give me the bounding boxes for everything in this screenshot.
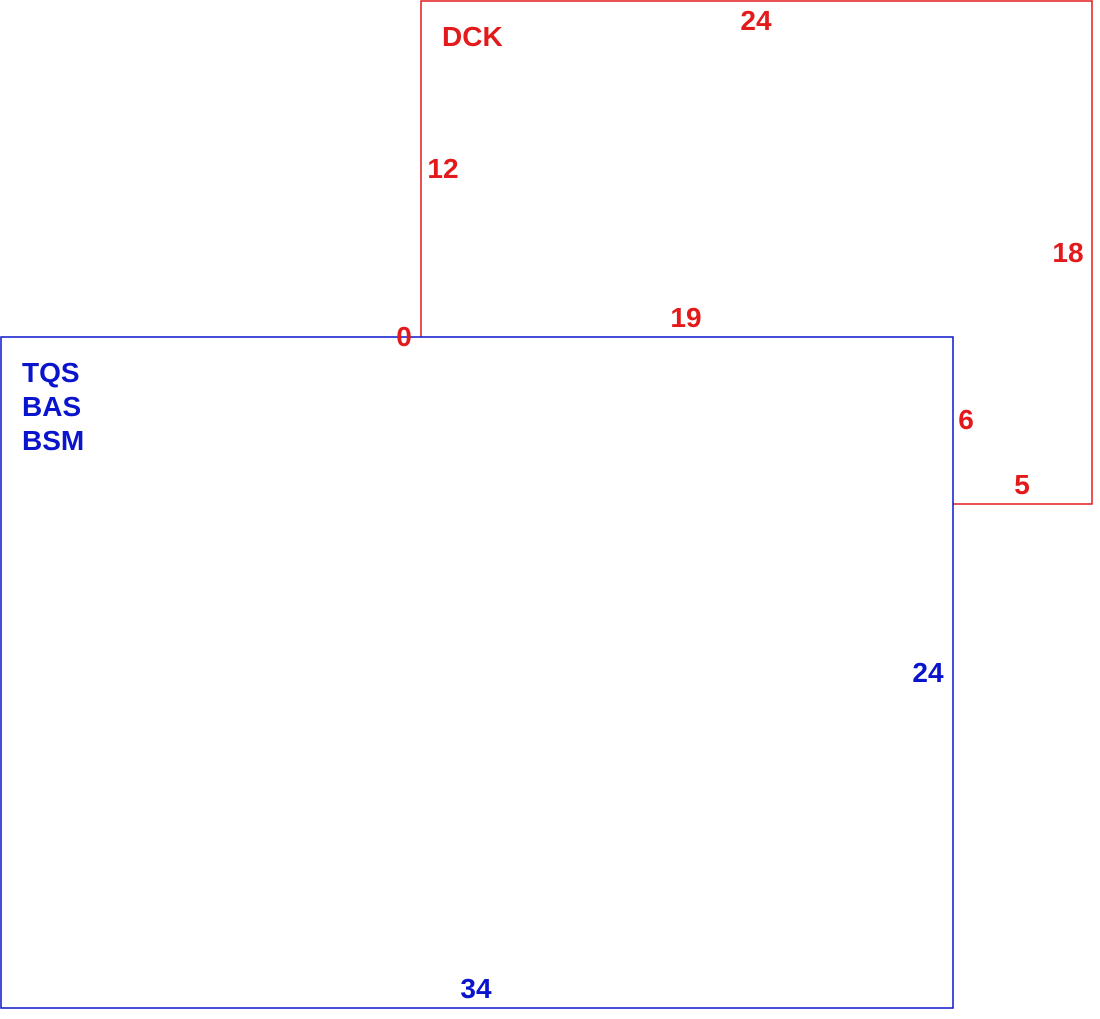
red-corner-label: 0: [396, 321, 412, 352]
red-region-outline: [420, 0, 1093, 505]
blue-edge-right: 24: [912, 657, 944, 688]
red-edge-bottom-shared: 19: [670, 302, 701, 333]
blue-region-name-1: TQS: [22, 357, 80, 388]
red-edge-inner-vertical: 6: [958, 404, 974, 435]
red-edge-left: 12: [427, 153, 458, 184]
blue-region-name-3: BSM: [22, 425, 84, 456]
red-edge-top: 24: [740, 5, 772, 36]
blue-region-name-2: BAS: [22, 391, 81, 422]
blue-edge-bottom: 34: [460, 973, 492, 1004]
red-edge-right: 18: [1052, 237, 1083, 268]
red-edge-bottom-step: 5: [1014, 469, 1030, 500]
red-region-name: DCK: [442, 21, 503, 52]
blue-region-outline: [0, 336, 954, 1009]
